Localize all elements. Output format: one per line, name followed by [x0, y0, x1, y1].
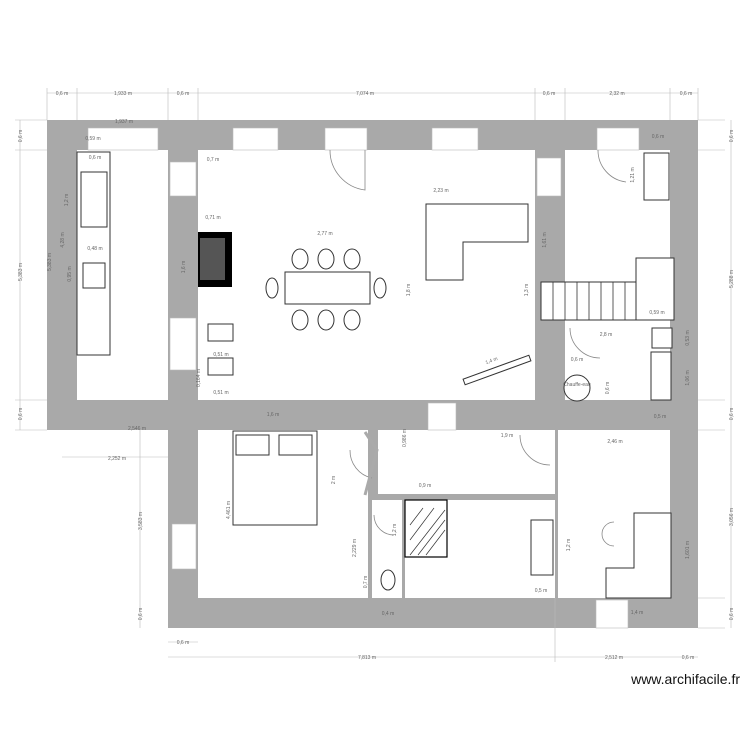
armchair — [207, 323, 234, 342]
dimension-label: 5,383 m — [47, 253, 53, 271]
dimension-label: 2,77 m — [317, 231, 332, 237]
dimension-label: 0,6 m — [605, 382, 611, 395]
dimension-label: 0,6 m — [138, 608, 144, 621]
windows — [87, 127, 640, 629]
dimension-label: 7,813 m — [358, 655, 376, 661]
desk — [605, 512, 672, 599]
dimension-label: 1,2 m — [64, 194, 70, 207]
dimension-label: 1,2 m — [392, 524, 398, 537]
dimension-labels: 0,6 m 1,933 m 0,6 m 7,074 m 0,6 m 2,32 m… — [18, 91, 735, 661]
coat-rack — [643, 152, 670, 201]
dimension-label: 0,164 m — [196, 369, 202, 387]
dimension-label: 2,229 m — [352, 539, 358, 557]
dimension-label: 0,6 m — [177, 640, 190, 646]
dimension-label: 0,5 m — [535, 588, 548, 594]
sink-icon — [80, 171, 108, 228]
dimension-label: 0,95 m — [67, 266, 73, 281]
dimension-label: 0,6 m — [543, 91, 556, 97]
dimension-label: 0,59 m — [649, 310, 664, 316]
dimension-label: 2,8 m — [600, 332, 613, 338]
dimension-label: 5,288 m — [729, 270, 735, 288]
dimension-label: 0,71 m — [205, 215, 220, 221]
dimension-label: 0,4 m — [382, 611, 395, 617]
dimension-label: 1,21 m — [630, 167, 636, 182]
dimension-label: 2,512 m — [605, 655, 623, 661]
office-chair — [601, 521, 615, 547]
dimension-label: 0,6 m — [571, 357, 584, 363]
sofa — [425, 203, 529, 281]
dimension-label: 2,546 m — [128, 426, 146, 432]
dimension-label: 0,6 m — [177, 91, 190, 97]
dimension-label: 0,5 m — [654, 414, 667, 420]
dining-table — [284, 271, 371, 305]
rooms — [77, 150, 670, 598]
dimension-label: 0,6 m — [729, 130, 735, 143]
dimension-label: 0,7 m — [207, 157, 220, 163]
dimension-label: 0,6 m — [18, 408, 24, 421]
dimension-label: 1,933 m — [114, 91, 132, 97]
dimension-label: 1,937 m — [115, 119, 133, 125]
dimension-label: 0,6 m — [652, 134, 665, 140]
dimension-label: 1,06 m — [685, 370, 691, 385]
dimension-label: 0,59 m — [85, 136, 100, 142]
dimension-label: 0,48 m — [87, 246, 102, 252]
dimension-label: 0,51 m — [213, 352, 228, 358]
dimension-label: 0,986 m — [402, 429, 408, 447]
brand-watermark[interactable]: www.archifacile.fr — [630, 671, 740, 687]
kitchen-counter — [76, 151, 111, 356]
dimension-label: 1,4 m — [485, 356, 499, 366]
dimension-label: 2 m — [331, 476, 337, 484]
dimension-label: 3,056 m — [729, 508, 735, 526]
pillow — [235, 434, 270, 456]
dining-chairs — [265, 248, 387, 331]
dimension-label: 7,074 m — [356, 91, 374, 97]
armchair — [207, 357, 234, 376]
dimension-label: 4,461 m — [226, 501, 232, 519]
dimension-label: 0,6 m — [682, 655, 695, 661]
cooktop-icon — [82, 262, 106, 289]
dimension-label: 0,6 m — [89, 155, 102, 161]
dimension-label: 2,32 m — [609, 91, 624, 97]
dimension-label: 1,6 m — [181, 261, 187, 274]
boiler — [651, 327, 673, 349]
pillow — [278, 434, 313, 456]
dimension-label: 5,383 m — [18, 263, 24, 281]
dimension-label: 0,6 m — [56, 91, 69, 97]
water-heater-icon — [563, 374, 591, 402]
dimension-label: 2,46 m — [607, 439, 622, 445]
dimension-label: 1,8 m — [406, 284, 412, 297]
dimension-label: 0,53 m — [685, 330, 691, 345]
dimension-label: 2,252 m — [108, 456, 126, 462]
dimension-label: 0,6 m — [729, 408, 735, 421]
water-heater-label: Chauffe-eau — [563, 382, 591, 388]
double-vanity — [530, 519, 554, 576]
toilet-icon — [380, 569, 396, 591]
staircase — [540, 257, 675, 321]
dimension-label: 0,6 m — [18, 130, 24, 143]
dimension-label: 1,4 m — [631, 610, 644, 616]
dimension-label: 0,6 m — [680, 91, 693, 97]
dimension-label: 1,3 m — [524, 284, 530, 297]
shower — [404, 499, 448, 558]
doors — [329, 149, 627, 536]
dimension-label: 1,6 m — [267, 412, 280, 418]
dimension-label: 1,61 m — [542, 232, 548, 247]
dimension-lines — [15, 88, 732, 662]
dimension-label: 4,28 m — [60, 232, 66, 247]
dimension-label: 0,51 m — [213, 390, 228, 396]
tv-bench — [462, 354, 532, 386]
hallway — [378, 430, 555, 494]
dimension-label: 2,23 m — [433, 188, 448, 194]
dimension-label: 1,2 m — [566, 539, 572, 552]
dimension-label: 0,9 m — [419, 483, 432, 489]
dimension-label: 1,601 m — [685, 541, 691, 559]
dimension-label: 3,583 m — [138, 512, 144, 530]
dimension-label: 0,6 m — [729, 608, 735, 621]
utility-sink — [650, 351, 672, 401]
dimension-label: 1,9 m — [501, 433, 514, 439]
dimension-label: 0,7 m — [363, 576, 369, 589]
